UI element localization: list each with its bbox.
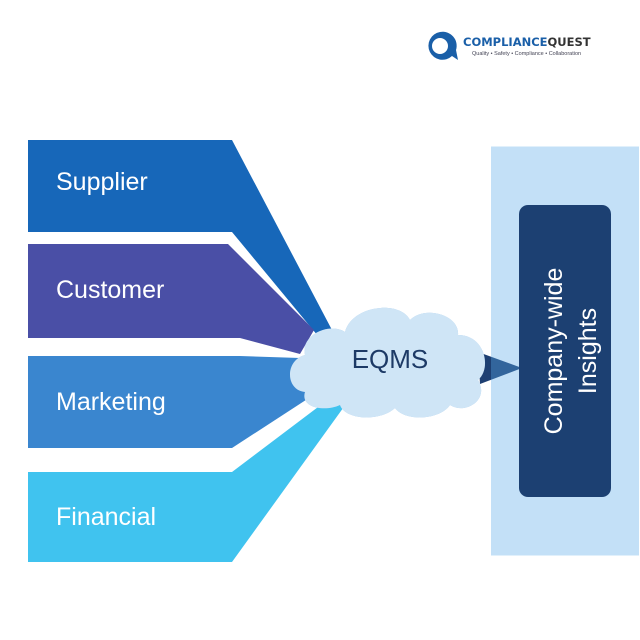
financial-label: Financial <box>56 503 156 531</box>
supplier-label: Supplier <box>56 168 148 196</box>
svg-text:COMPLIANCEQUEST: COMPLIANCEQUEST <box>463 35 591 49</box>
marketing-label: Marketing <box>56 388 166 416</box>
customer-label: Customer <box>56 276 164 304</box>
eqms-label: EQMS <box>352 344 429 374</box>
insights-box <box>519 205 611 497</box>
arrow-icon <box>478 352 522 384</box>
logo-q-icon <box>428 31 458 60</box>
customer-band <box>28 244 314 354</box>
supplier-band <box>28 140 332 336</box>
eqms-cloud <box>290 307 486 418</box>
insights-label-line1: Company-wide <box>540 268 568 435</box>
logo-name-part2: QUEST <box>548 35 591 49</box>
financial-band <box>28 398 346 562</box>
logo-tagline: Quality • Safety • Compliance • Collabor… <box>472 51 581 57</box>
logo-name-part1: COMPLIANCE <box>463 35 548 49</box>
marketing-band <box>28 356 312 448</box>
insights-label-line2: Insights <box>574 308 602 394</box>
compliancequest-logo: COMPLIANCEQUEST Quality • Safety • Compl… <box>428 31 591 60</box>
